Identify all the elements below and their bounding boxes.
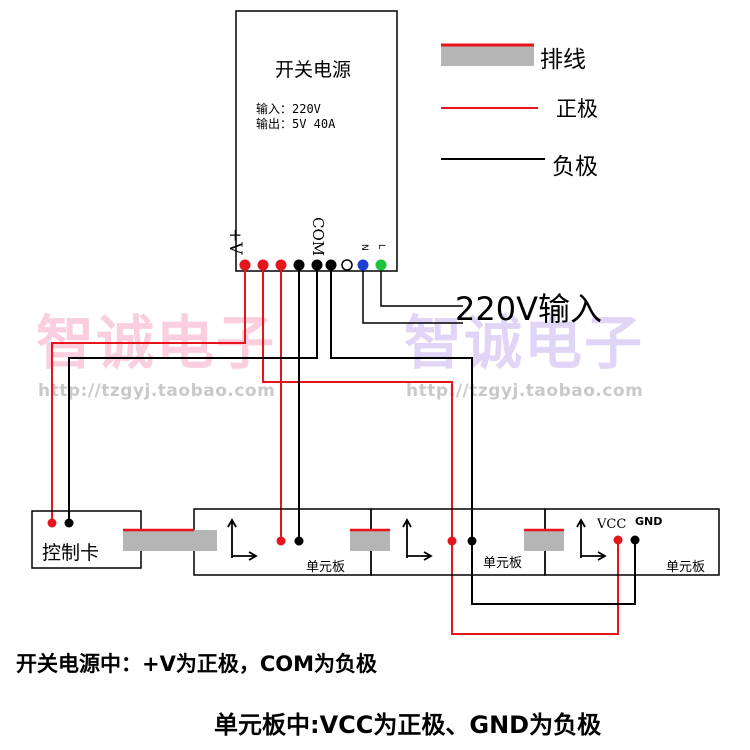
ribbon-cable-1 — [123, 530, 217, 551]
note-unit-board: 单元板中:VCC为正极、GND为负极 — [214, 711, 602, 739]
negative-wires — [68, 265, 636, 605]
unit-board-3-gnd-label: GND — [635, 515, 663, 528]
terminal-plus-1 — [239, 259, 251, 271]
l-label: L — [376, 244, 386, 250]
unit-board-3-vcc-label: VCC — [597, 517, 627, 532]
terminal-com-2 — [311, 259, 323, 271]
ribbon-cable-2 — [350, 530, 390, 551]
com-label: COM — [309, 217, 327, 257]
board-3-gnd-dot — [630, 535, 640, 545]
board-2-vcc-dot — [447, 536, 457, 546]
watermark-url-right: http://tzgyj.taobao.com — [406, 381, 644, 401]
unit-board-3-label: 单元板 — [666, 560, 706, 575]
wire-com-to-control-card — [68, 265, 318, 520]
note-power-supply: 开关电源中：+V为正极，COM为负极 — [16, 652, 378, 676]
n-label: N — [359, 244, 369, 251]
power-supply-input-spec: 输入：220V — [256, 102, 321, 116]
input-wire-l — [380, 270, 463, 307]
ribbon-cables — [123, 528, 564, 551]
control-card-plus-dot — [47, 518, 57, 528]
flow-arrows — [227, 518, 607, 561]
power-supply-output-spec: 输出：5V 40A — [256, 117, 336, 131]
ribbon-cable-3 — [524, 530, 564, 551]
watermark-right-text: 智诚电子 — [404, 309, 645, 377]
terminal-n — [357, 259, 369, 271]
terminal-plus-3 — [275, 259, 287, 271]
control-card-label: 控制卡 — [42, 542, 100, 564]
watermark-url-left: http://tzgyj.taobao.com — [38, 381, 276, 401]
legend-positive-label: 正极 — [556, 97, 598, 121]
watermark-right: 智诚电子 — [404, 296, 644, 380]
positive-wires — [51, 265, 619, 635]
legend-ribbon-label: 排线 — [540, 47, 586, 73]
wire-plus-to-board-3 — [262, 265, 619, 635]
board-1-vcc-dot — [276, 536, 286, 546]
power-supply-title: 开关电源 — [275, 59, 352, 81]
plus-v-label: +V — [225, 228, 245, 255]
input-wire-n — [362, 270, 463, 324]
board-3-vcc-dot — [613, 535, 623, 545]
terminal-l — [375, 259, 387, 271]
board-2-gnd-dot — [467, 536, 477, 546]
terminal-com-1 — [293, 259, 305, 271]
terminal-com-3 — [325, 259, 337, 271]
legend-negative-label: 负极 — [552, 154, 598, 180]
terminal-ground — [341, 259, 353, 271]
unit-board-2-label: 单元板 — [483, 556, 523, 571]
unit-board-1-label: 单元板 — [306, 560, 346, 575]
input-220v-label: 220V输入 — [455, 290, 602, 328]
wire-plus-to-control-card — [51, 265, 246, 520]
control-card-minus-dot — [64, 518, 74, 528]
terminal-block — [239, 259, 387, 271]
board-1-gnd-dot — [294, 536, 304, 546]
legend-ribbon-swatch — [441, 45, 534, 66]
terminal-plus-2 — [257, 259, 269, 271]
wire-com-to-board-3 — [330, 265, 636, 605]
